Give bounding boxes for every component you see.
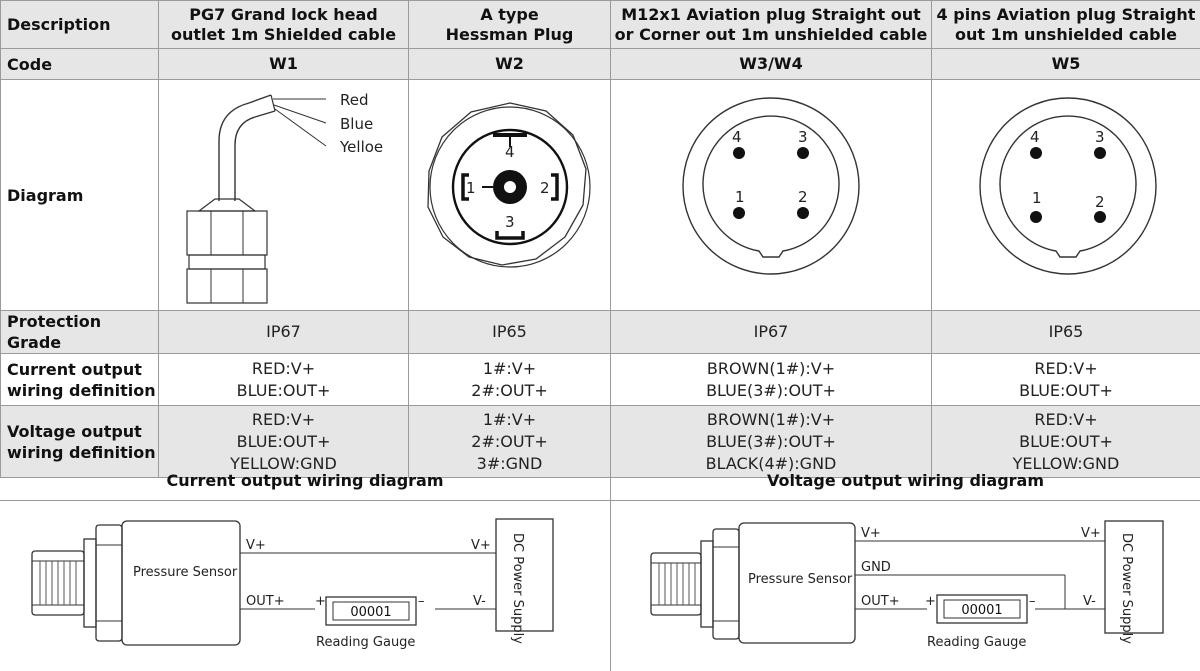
current-diagram-title: Current output wiring diagram: [166, 471, 444, 490]
diagram-label: Diagram: [0, 79, 159, 311]
out-label: OUT+: [861, 594, 900, 609]
dc-power-supply: [1104, 520, 1164, 634]
protection-label: Protection Grade: [0, 310, 159, 354]
hessman-pin-4: 4: [505, 143, 515, 161]
current-wiring-w1: RED:V+BLUE:OUT+: [158, 353, 409, 406]
m12-pin-4: 4: [732, 128, 742, 146]
m12-plug-illustration: 4 3 1 2: [682, 96, 860, 275]
gauge-plus: +: [315, 594, 326, 609]
description-header: Description: [0, 0, 159, 49]
w5-pin-3: 3: [1095, 128, 1105, 146]
code-row: Code W1 W2 W3/W4 W5: [0, 48, 1200, 80]
vplus-left: V+: [861, 526, 881, 541]
current-wiring-w5: RED:V+BLUE:OUT+: [931, 353, 1200, 406]
diagram-row: Diagram Red Blue Yelloe: [0, 79, 1200, 311]
wire-label-yellow: Yelloe: [339, 138, 383, 156]
4pin-plug-illustration: 4 3 1 2: [979, 96, 1157, 275]
gauge-value: 00001: [350, 605, 391, 620]
pressure-sensor: [738, 522, 856, 644]
current-wiring-w34: BROWN(1#):V+BLUE(3#):OUT+: [610, 353, 932, 406]
voltage-wiring-w5: RED:V+BLUE:OUT+YELLOW:GND: [931, 405, 1200, 478]
gauge-value: 00001: [961, 603, 1002, 618]
power-supply-label: DC Power Supply: [1119, 533, 1134, 644]
current-wiring-diagram: Pressure Sensor V+ OUT+ V+ V- 00001 + – …: [31, 518, 554, 650]
dc-power-supply: [495, 518, 554, 632]
m12-pin-3: 3: [798, 128, 808, 146]
vplus-right: V+: [471, 538, 491, 553]
m12-pin-1: 1: [735, 188, 745, 206]
gauge-label: Reading Gauge: [927, 635, 1026, 650]
hessman-pin-2: 2: [540, 179, 550, 197]
m12-pin-2: 2: [798, 188, 808, 206]
wire-label-red: Red: [340, 91, 369, 109]
sensor-label: Pressure Sensor: [133, 565, 238, 580]
w5-pin-4: 4: [1030, 128, 1040, 146]
gauge-minus: –: [418, 594, 425, 609]
section-separator: [610, 465, 611, 671]
code-w34: W3/W4: [610, 48, 932, 80]
vplus-left: V+: [246, 538, 266, 553]
wire-label-blue: Blue: [340, 115, 373, 133]
vminus-label: V-: [473, 594, 486, 609]
protection-row: Protection Grade IP67 IP65 IP67 IP65: [0, 310, 1200, 354]
protection-w34: IP67: [610, 310, 932, 354]
w5-pin-2: 2: [1095, 193, 1105, 211]
w34-diagram: 4 3 1 2: [610, 79, 932, 311]
out-label: OUT+: [246, 594, 285, 609]
vplus-right: V+: [1081, 526, 1101, 541]
voltage-diagram-title: Voltage output wiring diagram: [767, 471, 1044, 490]
current-wiring-w2: 1#:V+2#:OUT+: [408, 353, 611, 406]
voltage-wiring-diagram: Pressure Sensor V+ GND OUT+ V+ V- 00001 …: [650, 520, 1164, 650]
gauge-plus: +: [925, 594, 936, 609]
protection-w1: IP67: [158, 310, 409, 354]
section-divider: [0, 500, 1200, 501]
power-supply-label: DC Power Supply: [510, 533, 525, 644]
protection-w2: IP65: [408, 310, 611, 354]
reading-gauge: [325, 596, 417, 626]
code-w5: W5: [931, 48, 1200, 80]
w2-diagram: 1 2 3 4: [408, 79, 611, 311]
gauge-minus: –: [1029, 594, 1036, 609]
vminus-label: V-: [1083, 594, 1096, 609]
code-w1: W1: [158, 48, 409, 80]
voltage-wiring-w34: BROWN(1#):V+BLUE(3#):OUT+BLACK(4#):GND: [610, 405, 932, 478]
wiring-section: Current output wiring diagram Voltage ou…: [0, 465, 1200, 671]
hessman-pin-3: 3: [505, 213, 515, 231]
pressure-sensor: [121, 520, 241, 646]
sensor-label: Pressure Sensor: [748, 572, 853, 587]
code-label: Code: [0, 48, 159, 80]
cable-gland-illustration: Red Blue Yelloe: [186, 91, 383, 304]
hessman-plug-illustration: 1 2 3 4: [427, 101, 591, 268]
voltage-wiring-w1: RED:V+BLUE:OUT+YELLOW:GND: [158, 405, 409, 478]
w1-diagram: Red Blue Yelloe: [158, 79, 409, 311]
w5-diagram: 4 3 1 2: [931, 79, 1200, 311]
hessman-pin-1: 1: [466, 179, 476, 197]
code-w2: W2: [408, 48, 611, 80]
reading-gauge: [936, 594, 1028, 624]
gauge-label: Reading Gauge: [316, 635, 415, 650]
voltage-wiring-w2: 1#:V+2#:OUT+3#:GND: [408, 405, 611, 478]
gnd-label: GND: [861, 560, 891, 575]
protection-w5: IP65: [931, 310, 1200, 354]
w5-pin-1: 1: [1032, 189, 1042, 207]
